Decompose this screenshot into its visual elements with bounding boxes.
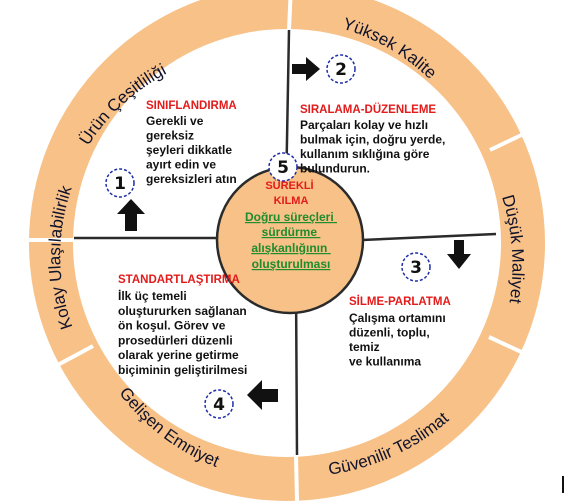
step-2-title: SIRALAMA-DÜZENLEME [300, 103, 436, 116]
step-2-badge: 2 [326, 54, 356, 84]
edge-mark [562, 476, 564, 493]
ring-dividers [29, 0, 533, 501]
down-arrow-icon [447, 240, 471, 269]
step-5-badge: 5 [268, 152, 298, 182]
svg-text:4: 4 [213, 395, 225, 415]
step-4-text: İlk üç temeli oluştururken sağlanan ön k… [118, 288, 250, 377]
svg-text:1: 1 [114, 174, 126, 194]
step-4-title: STANDARTLAŞTIRMA [118, 274, 240, 286]
step-3-title: SİLME-PARLATMA [349, 295, 451, 308]
step-1-title: SINIFLANDIRMA [146, 100, 237, 112]
step-3-badge: 3 [401, 252, 431, 282]
svg-text:3: 3 [410, 258, 422, 278]
step-1-badge: 1 [105, 168, 135, 198]
step-4-badge: 4 [204, 389, 234, 419]
step-1-text: Gerekli ve gereksiz şeyleri dikkatle ayı… [146, 114, 237, 186]
step-2-text: Parçaları kolay ve hızlı bulmak için, do… [300, 118, 449, 176]
center-text: Doğru süreçleri sürdürme alışkanlığının … [245, 210, 337, 271]
up-arrow-icon [117, 199, 145, 231]
svg-text:2: 2 [335, 60, 347, 80]
left-arrow-icon [247, 380, 278, 410]
center-title: SÜREKLİ KILMA [265, 179, 316, 207]
right-arrow-icon [292, 57, 320, 81]
step-3-text: Çalışma ortamını düzenli, toplu, temiz v… [349, 311, 449, 369]
svg-text:5: 5 [277, 158, 289, 178]
